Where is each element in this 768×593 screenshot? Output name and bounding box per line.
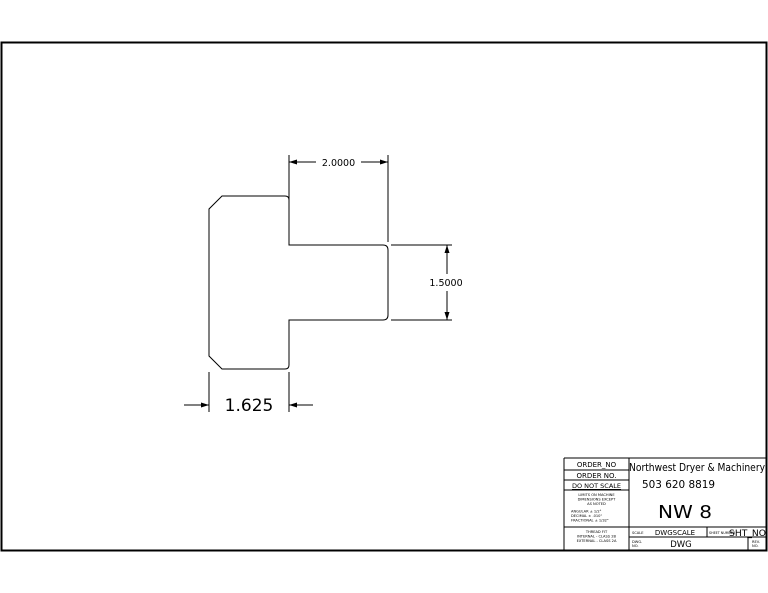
- tolerance-angular: ANGULAR ± 1/2°: [571, 510, 602, 514]
- scale-label: SCALE: [632, 531, 644, 535]
- tolerance-fractional: FRACTIONAL ± 1/32": [571, 519, 609, 523]
- drawing-border: [0, 41, 768, 552]
- dwg-label-1: DWG.: [632, 540, 642, 544]
- dim-label-top-width: 2.0000: [322, 158, 355, 169]
- dimension-stem-height: [391, 244, 452, 321]
- drawing-title: NW 8: [658, 502, 712, 523]
- tolerance-decimal: DECIMAL ± .010": [571, 514, 602, 518]
- company-phone: 503 620 8819: [642, 479, 715, 491]
- rev-label-1: REV.: [752, 540, 760, 544]
- thread-internal: INTERNAL - CLASS 2B: [577, 535, 616, 539]
- dwg-label-2: NO.: [632, 544, 639, 548]
- do-not-scale: DO NOT SCALE: [572, 482, 621, 490]
- order-no-value: ORDER_NO: [577, 461, 617, 469]
- sheet-number-label: SHEET NUMBER: [709, 531, 736, 535]
- order-no-label: ORDER NO.: [577, 472, 617, 480]
- limits-line-2: DIMENSIONS EXCEPT: [578, 498, 617, 502]
- rev-label-2: NO.: [752, 544, 759, 548]
- dwg-value: DWG: [670, 540, 692, 550]
- thread-external: EXTERNAL - CLASS 2A: [577, 539, 617, 543]
- title-block: ORDER_NO ORDER NO. DO NOT SCALE LIMITS O…: [563, 457, 766, 550]
- dim-label-stem-height: 1.5000: [429, 278, 462, 289]
- company-name: Northwest Dryer & Machinery: [629, 462, 765, 474]
- limits-line-1: LIMITS ON MACHINE: [578, 493, 615, 497]
- sheet-number-value: SHT_NO: [729, 529, 766, 539]
- limits-line-3: AS NOTED: [587, 502, 606, 506]
- scale-value: DWGSCALE: [655, 529, 695, 537]
- dimension-head-width: [184, 372, 313, 412]
- dimension-top-width: [288, 155, 389, 242]
- dim-label-head-width: 1.625: [225, 396, 274, 416]
- part-profile: [208, 195, 389, 370]
- thread-fit-label: THREAD FIT: [585, 530, 608, 534]
